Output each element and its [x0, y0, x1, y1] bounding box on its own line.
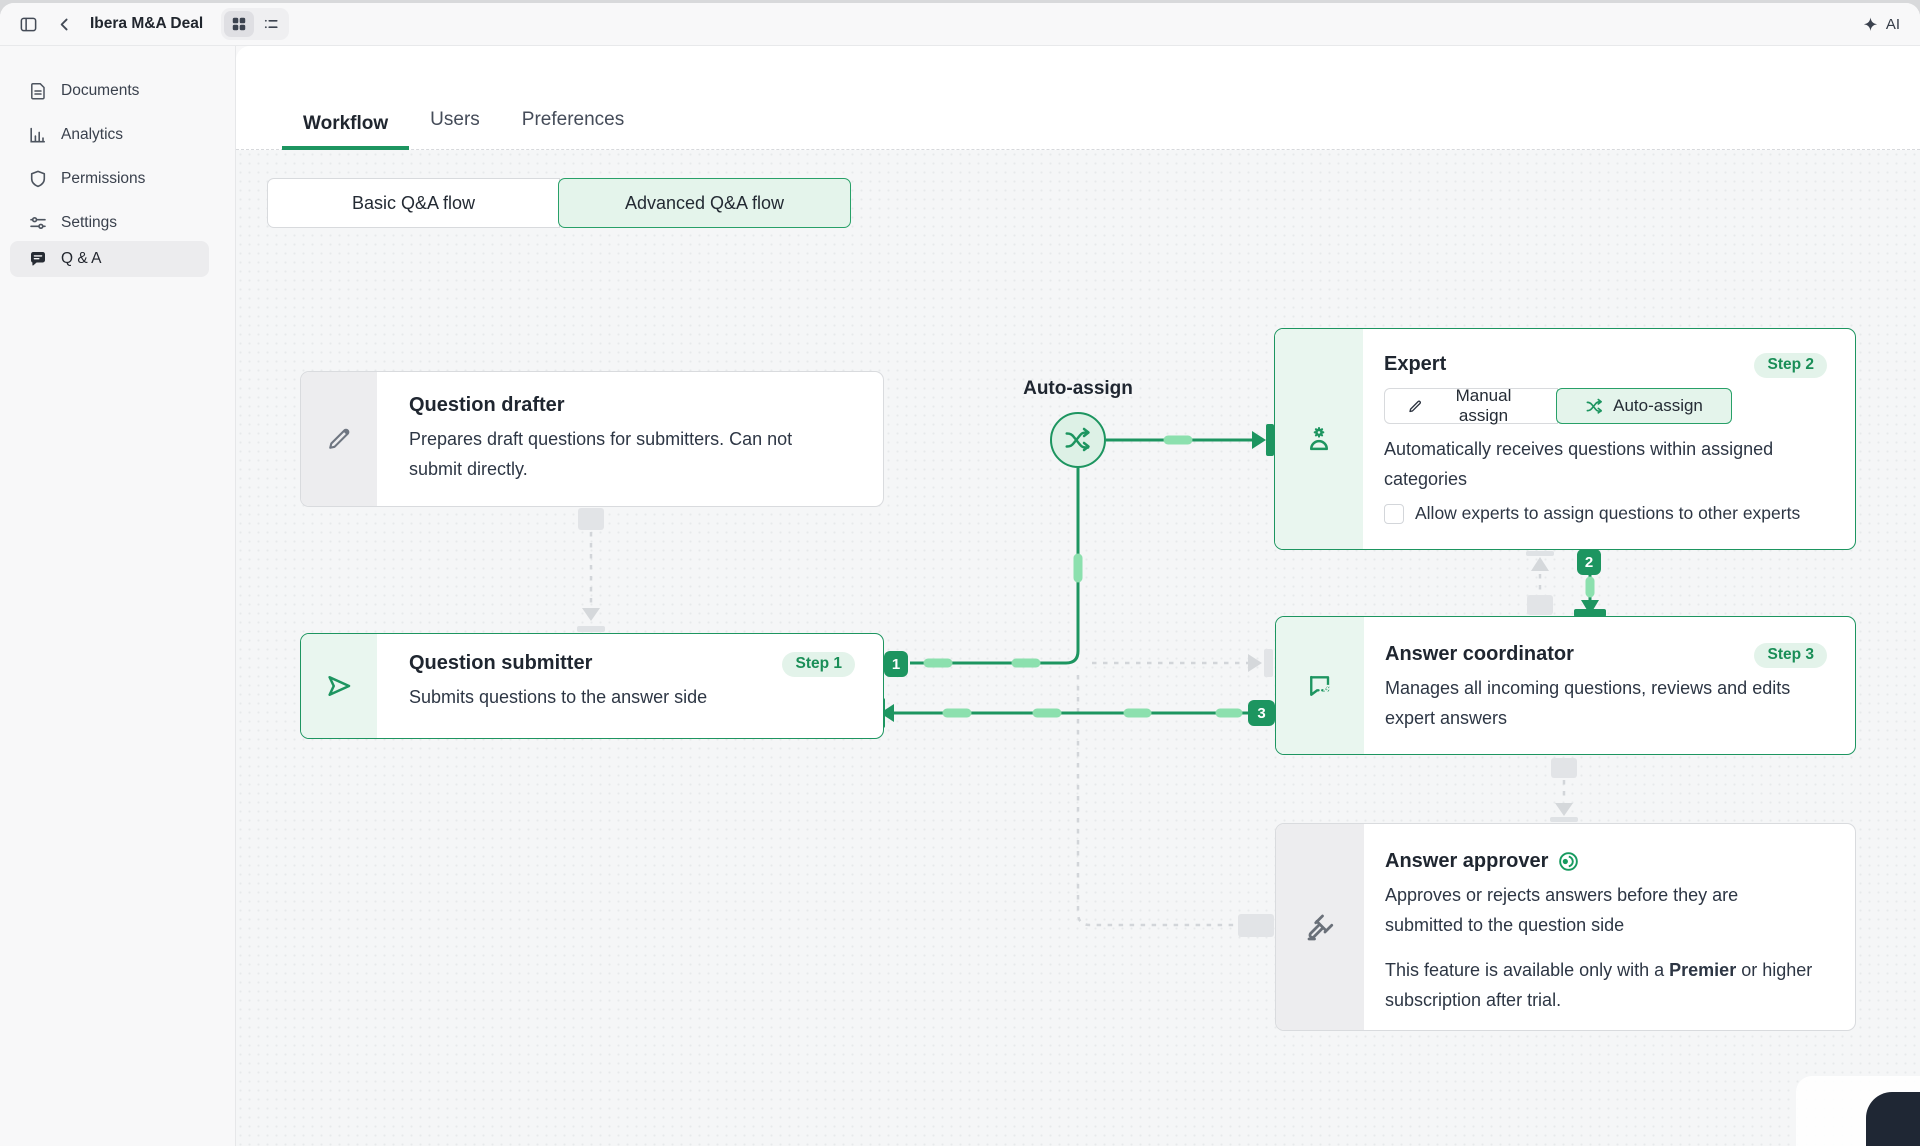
- node-description: Automatically receives questions within …: [1384, 439, 1774, 489]
- node-description: Submits questions to the answer side: [409, 687, 708, 707]
- ai-button[interactable]: AI: [1862, 16, 1900, 33]
- advanced-flow-button[interactable]: Advanced Q&A flow: [558, 178, 851, 228]
- sidebar-item-permissions[interactable]: Permissions: [10, 161, 209, 197]
- grid-view-icon: [232, 17, 246, 31]
- topbar: Ibera M&A Deal AI: [0, 3, 1920, 46]
- node-title: Answer coordinator: [1385, 643, 1574, 665]
- sliders-icon: [30, 216, 46, 230]
- connection-badge-3: 3: [1248, 700, 1275, 726]
- assign-mode-toggle: Manual assign Auto-assign: [1384, 386, 1835, 425]
- list-view-button[interactable]: [256, 11, 286, 37]
- step-badge: Step 1: [782, 652, 855, 677]
- sidebar-item-analytics[interactable]: Analytics: [10, 117, 209, 153]
- node-title: Question submitter: [409, 652, 593, 674]
- premium-note: This feature is available only with a Pr…: [1385, 960, 1813, 1010]
- deal-title: Ibera M&A Deal: [90, 15, 204, 32]
- sidebar-label: Permissions: [61, 170, 146, 187]
- grid-view-button[interactable]: [224, 11, 255, 37]
- node-description: Manages all incoming questions, reviews …: [1385, 678, 1791, 728]
- auto-assign-button[interactable]: Auto-assign: [1556, 388, 1732, 424]
- node-description: Prepares draft questions for submitters.…: [409, 429, 793, 479]
- back-button[interactable]: [50, 10, 78, 38]
- pencil-icon: [329, 428, 350, 449]
- node-title: Answer approver: [1385, 850, 1835, 873]
- content: Documents Analytics Permissions Sett: [0, 46, 1920, 1146]
- node-icon-strip: [1276, 617, 1364, 754]
- sidebar-item-settings[interactable]: Settings: [10, 205, 209, 241]
- list-view-icon: [265, 19, 278, 29]
- node-answer-approver[interactable]: Answer approver Approves or rejects answ…: [1275, 823, 1856, 1031]
- app-window: Ibera M&A Deal AI: [0, 3, 1920, 1146]
- node-icon-strip: [1276, 824, 1364, 1030]
- sidebar-item-qa[interactable]: Q & A: [10, 241, 209, 277]
- chat-bubble-icon: [31, 252, 45, 266]
- node-answer-coordinator[interactable]: Answer coordinator Step 3 Manages all in…: [1275, 616, 1856, 755]
- manual-assign-button[interactable]: Manual assign: [1384, 386, 1558, 425]
- shield-icon: [30, 170, 46, 188]
- node-icon-strip: [301, 372, 377, 506]
- tab-users[interactable]: Users: [430, 109, 480, 130]
- auto-assign-node[interactable]: [1050, 412, 1106, 468]
- sidebar-label: Analytics: [61, 126, 124, 143]
- step-badge: Step 2: [1754, 353, 1827, 378]
- panel-left-icon: [20, 17, 36, 31]
- gavel-icon: [1307, 914, 1334, 941]
- sidebar-label: Q & A: [61, 250, 102, 267]
- chat-bolt-icon: [1310, 675, 1330, 696]
- sidebar-label: Documents: [61, 82, 140, 99]
- pencil-icon: [1409, 400, 1421, 412]
- step-badge: Step 3: [1754, 643, 1827, 668]
- sidebar-item-documents[interactable]: Documents: [10, 73, 209, 109]
- node-question-drafter[interactable]: Question drafter Prepares draft question…: [300, 371, 884, 507]
- node-title: Expert: [1384, 353, 1447, 375]
- checkbox-label: Allow experts to assign questions to oth…: [1415, 503, 1801, 523]
- expert-assign-option: Allow experts to assign questions to oth…: [1384, 503, 1835, 524]
- workflow-canvas: Basic Q&A flow Advanced Q&A flow: [236, 150, 1920, 1146]
- shuffle-icon: [1065, 427, 1090, 452]
- main-panel: Workflow Users Preferences Basic Q&A flo…: [236, 46, 1920, 1146]
- tab-preferences[interactable]: Preferences: [521, 109, 625, 130]
- send-icon: [328, 676, 351, 696]
- document-icon: [31, 82, 45, 100]
- node-description: Approves or rejects answers before they …: [1385, 885, 1739, 935]
- premier-swirl-icon: [1559, 852, 1579, 871]
- sidebar-toggle-button[interactable]: [14, 10, 42, 38]
- allow-experts-checkbox[interactable]: [1384, 503, 1404, 524]
- shuffle-icon: [1586, 398, 1603, 414]
- view-toggle-group: [221, 8, 290, 40]
- chevron-left-icon: [60, 18, 68, 30]
- sparkle-icon: [1863, 17, 1877, 31]
- tab-bar: Workflow Users Preferences: [236, 46, 1920, 150]
- node-title: Question drafter: [409, 394, 565, 416]
- basic-flow-button[interactable]: Basic Q&A flow: [267, 178, 560, 228]
- connection-badge-2: 2: [1577, 549, 1601, 575]
- sidebar-label: Settings: [61, 214, 118, 231]
- node-icon-strip: [301, 634, 377, 738]
- node-question-submitter[interactable]: Question submitter Submits questions to …: [300, 633, 884, 739]
- expert-user-gear-icon: [1310, 427, 1328, 451]
- sidebar: Documents Analytics Permissions Sett: [0, 46, 236, 1146]
- node-icon-strip: [1275, 329, 1363, 549]
- node-expert[interactable]: Expert Step 2 Manual assign: [1274, 328, 1856, 550]
- tab-workflow[interactable]: Workflow: [282, 113, 410, 150]
- ai-label: AI: [1885, 15, 1900, 33]
- connection-badge-1: 1: [884, 651, 908, 677]
- auto-assign-label: Auto-assign: [1023, 378, 1133, 399]
- analytics-icon: [30, 127, 45, 143]
- flow-type-toggle: Basic Q&A flow Advanced Q&A flow: [267, 178, 851, 228]
- corner-overlay: [1866, 1092, 1920, 1146]
